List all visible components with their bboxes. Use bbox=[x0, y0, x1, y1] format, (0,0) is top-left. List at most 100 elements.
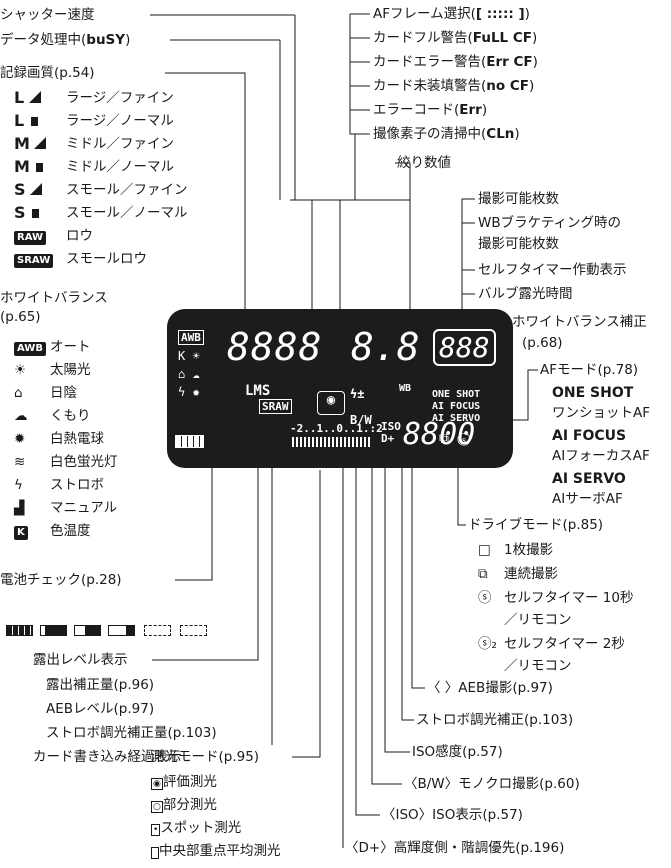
lcd-bw: B/W bbox=[350, 413, 372, 427]
bulb-label: バルブ露光時間 bbox=[478, 286, 573, 302]
lcd-panel: AWB K ☀ ⌂ ☁ ϟ ✹ 8888 8.8 888 LMS SRAW ◉ … bbox=[167, 309, 513, 468]
lcd-aperture-digits: 8.8 bbox=[351, 325, 420, 369]
bw-label: 〈B/W〉モノクロ撮影(p.60) bbox=[404, 776, 580, 792]
exposure-item: AEBレベル(p.97) bbox=[46, 701, 155, 717]
wb-page: (p.65) bbox=[0, 309, 41, 325]
exposure-item: 露出補正量(p.96) bbox=[46, 677, 155, 693]
quality-item: S スモール／ノーマル bbox=[14, 203, 188, 222]
lcd-iso-digits: 8800 bbox=[403, 417, 476, 452]
af-mode-desc: ワンショットAF bbox=[552, 405, 651, 421]
wb-item: ☁くもり bbox=[14, 408, 91, 424]
lcd-wb-pm: WB bbox=[399, 383, 412, 394]
shutter-speed-label: シャッター速度 bbox=[0, 7, 95, 23]
lcd-drive-icons: ⧉ ⓢ bbox=[439, 431, 471, 447]
shots-label: 撮影可能枚数 bbox=[478, 191, 559, 207]
metering-item: •スポット測光 bbox=[151, 820, 242, 836]
tungsten-icon: ✹ bbox=[14, 431, 26, 447]
battery-title: 電池チェック(p.28) bbox=[0, 572, 122, 588]
exposure-item: ストロボ調光補正量(p.103) bbox=[46, 725, 217, 741]
af-frame-title: AFフレーム選択([ ::::: ]) bbox=[373, 6, 530, 22]
lcd-wb-icons-2: ⌂ ☁ bbox=[178, 367, 200, 381]
battery-full-icon bbox=[6, 625, 33, 636]
af-mode-name: AI FOCUS bbox=[552, 428, 627, 444]
battery-high-icon bbox=[40, 625, 67, 636]
lcd-wb-icons-3: ϟ ✹ bbox=[178, 385, 200, 399]
quality-item: M ミドル／ノーマル bbox=[14, 157, 174, 176]
wb-item: ✹白熱電球 bbox=[14, 431, 104, 447]
metering-item: ◉評価測光 bbox=[151, 774, 217, 790]
busy-label: データ処理中(buSY) bbox=[0, 32, 131, 48]
lcd-wb-icons: K ☀ bbox=[178, 349, 200, 363]
kelvin-icon: K bbox=[14, 526, 28, 540]
af-frame-item: カード未装填警告(no CF) bbox=[373, 78, 535, 94]
metering-title: 測光モード(p.95) bbox=[151, 749, 260, 765]
wb-comp-page: (p.68) bbox=[522, 335, 563, 351]
lcd-awb: AWB bbox=[178, 330, 204, 345]
self-timer-2-icon: ⓢ₂ bbox=[478, 636, 497, 652]
af-frame-item: カードフル警告(FuLL CF) bbox=[373, 30, 538, 46]
af-mode-name: ONE SHOT bbox=[552, 385, 634, 401]
lcd-card-progress bbox=[292, 437, 370, 447]
continuous-icon: ⧉ bbox=[478, 566, 488, 582]
custom-wb-icon: ▟ bbox=[14, 500, 25, 516]
battery-empty-icon bbox=[144, 625, 171, 636]
af-mode-desc: AIフォーカスAF bbox=[552, 448, 650, 464]
lcd-exposure-scale: -2..1..0..1.:2 bbox=[290, 422, 383, 435]
wb-bracket-label: WBブラケティング時の bbox=[478, 215, 622, 231]
wb-title: ホワイトバランス bbox=[0, 290, 108, 306]
fluorescent-icon: ≋ bbox=[14, 454, 26, 470]
quality-title: 記録画質(p.54) bbox=[0, 65, 95, 81]
af-mode-title: AFモード(p.78) bbox=[540, 362, 639, 378]
drive-item: ⧉連続撮影 bbox=[478, 566, 558, 582]
wb-item: ☀太陽光 bbox=[14, 362, 91, 378]
lcd-battery-icon bbox=[175, 435, 204, 448]
single-shot-icon: □ bbox=[478, 542, 491, 558]
drive-item: □1枚撮影 bbox=[478, 542, 554, 558]
quality-item: L ラージ／ファイン bbox=[14, 88, 174, 107]
quality-item: S スモール／ファイン bbox=[14, 180, 188, 199]
af-frame-item: エラーコード(Err) bbox=[373, 102, 488, 118]
dplus-label: 〈D+〉高輝度側・階調優先(p.196) bbox=[345, 840, 565, 856]
battery-mid-icon bbox=[74, 625, 101, 636]
lcd-flash-comp-icon: ϟ± bbox=[350, 387, 365, 401]
exposure-title: 露出レベル表示 bbox=[33, 652, 128, 668]
lcd-shots-digits: 888 bbox=[433, 329, 496, 366]
af-frame-item: カードエラー警告(Err CF) bbox=[373, 54, 538, 70]
aperture-label: 絞り数値 bbox=[397, 155, 451, 171]
metering-item: 中央部重点平均測光 bbox=[151, 843, 281, 861]
wb-comp-title: ホワイトバランス補正 bbox=[512, 314, 647, 330]
flash-icon: ϟ bbox=[14, 477, 23, 493]
self-timer-10-icon: ⓢ bbox=[478, 590, 492, 606]
aeb-label: 〈 〉AEB撮影(p.97) bbox=[427, 680, 553, 696]
shade-icon: ⌂ bbox=[14, 385, 23, 401]
drive-item-sub: ／リモコン bbox=[504, 612, 572, 628]
battery-blink-icon bbox=[180, 625, 207, 636]
iso-speed-label: ISO感度(p.57) bbox=[412, 744, 503, 760]
lcd-sraw: SRAW bbox=[259, 399, 292, 414]
lcd-lms: LMS bbox=[245, 383, 271, 399]
lcd-shutter-digits: 8888 bbox=[227, 325, 323, 369]
wb-item: ≋白色蛍光灯 bbox=[14, 454, 118, 470]
quality-item: L ラージ／ノーマル bbox=[14, 111, 174, 130]
wb-item: ⌂日陰 bbox=[14, 385, 77, 401]
cloud-icon: ☁ bbox=[14, 408, 28, 424]
af-frame-item: 撮像素子の清掃中(CLn) bbox=[373, 126, 520, 142]
drive-item-sub: ／リモコン bbox=[504, 658, 572, 674]
iso-display-label: 〈ISO〉ISO表示(p.57) bbox=[382, 807, 523, 823]
flash-comp-label: ストロボ調光補正(p.103) bbox=[416, 712, 574, 728]
wb-bracket-label-2: 撮影可能枚数 bbox=[478, 236, 559, 252]
metering-item: ○部分測光 bbox=[151, 797, 217, 813]
quality-item: M ミドル／ファイン bbox=[14, 134, 174, 153]
drive-title: ドライブモード(p.85) bbox=[468, 517, 604, 533]
self-timer-label: セルフタイマー作動表示 bbox=[478, 262, 627, 278]
wb-item: ▟マニュアル bbox=[14, 500, 118, 516]
